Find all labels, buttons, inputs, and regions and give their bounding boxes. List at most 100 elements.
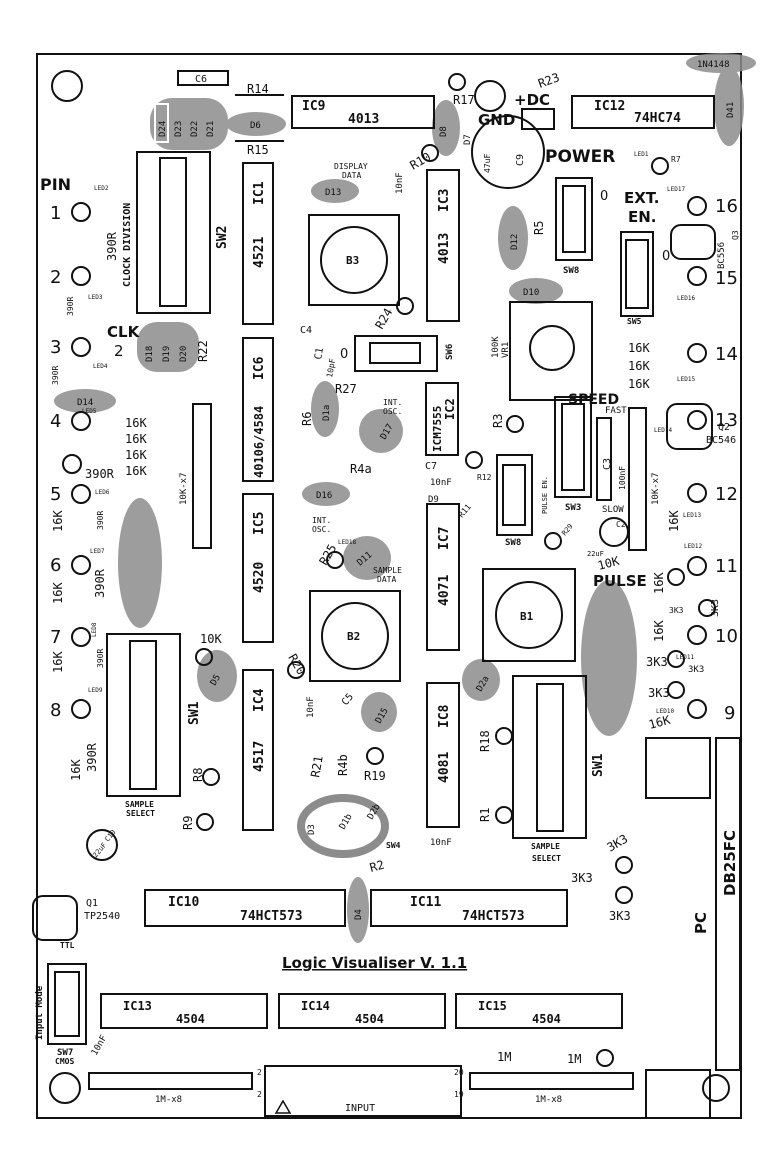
ic7-outline: [426, 503, 460, 651]
ic14-part: 4504: [355, 1012, 384, 1026]
pc-label: PC: [692, 912, 710, 934]
dc-label: +DC: [514, 91, 550, 109]
display-data-label: DISPLAY: [334, 162, 368, 171]
input-pin-19: 19: [454, 1090, 464, 1099]
transistor-q2-part: BC546: [706, 435, 736, 446]
led-label: LED2: [94, 185, 109, 192]
exten-zero: 0: [662, 249, 670, 264]
led-label: LED3: [88, 294, 103, 301]
db25-label: DB25FC: [721, 830, 739, 896]
mounting-hole: [51, 70, 83, 102]
ic2-label: IC2: [443, 398, 457, 420]
speed-label: SPEED: [568, 392, 619, 408]
value-16k: 16K: [69, 759, 83, 781]
value-16k: 16K: [125, 464, 147, 478]
pin-number: 3: [50, 337, 61, 358]
diode-d22: D22: [190, 121, 200, 137]
ic11-outline: [370, 889, 568, 927]
power-off-zero: 0: [600, 189, 608, 204]
value-3k3: 3K3: [669, 606, 684, 615]
int-osc-label-2: OSC.: [383, 407, 402, 416]
pin-number: 14: [715, 344, 738, 365]
ic15-label: IC15: [478, 999, 507, 1013]
capacitor-10nf: 10nF: [90, 1034, 110, 1058]
ic3-label: IC3: [437, 189, 452, 212]
sw7-label: SW7: [57, 1048, 73, 1058]
sw6-label: SW6: [445, 344, 455, 360]
fast-label: FAST: [605, 406, 627, 416]
ic1-outline: [242, 162, 274, 325]
sw2-outline: [136, 151, 211, 314]
led-labels: LED1 LED2 LED3 LED4 LED5 LED6 LED7 LED8 …: [82, 151, 702, 715]
int-osc-label: INT.: [383, 398, 402, 407]
ic12-part: 74HC74: [634, 111, 681, 126]
diode-d14: D14: [77, 398, 93, 408]
q2-outline: [666, 403, 713, 450]
pin-number: 2: [50, 267, 61, 288]
db25-outline: [715, 737, 741, 1071]
resistor-r27: R27: [335, 382, 357, 396]
value-16k: 16K: [51, 582, 65, 604]
ic4-part: 4517: [252, 741, 267, 772]
q3-outline: [670, 224, 716, 260]
ic5-label: IC5: [252, 512, 267, 535]
diode-1n4148-label: 1N4148: [697, 60, 730, 70]
switch-labels: SW1 SW1 SW2 SW3 SW4 SW5 SW6 SW7 SW8 SW8 …: [57, 226, 642, 1058]
resistor-r1: R1: [478, 808, 492, 822]
capacitor-10nf: 10nF: [430, 478, 452, 488]
resistor-r23: R23: [536, 70, 561, 91]
resistor-r18: R18: [478, 730, 492, 752]
sw8-bottom-label: SW8: [505, 538, 521, 548]
value-3k3: 3K3: [710, 599, 721, 617]
capacitor-c9: C9: [515, 154, 526, 166]
resistor-r22: R22: [196, 340, 210, 362]
pin-number: 16: [715, 196, 738, 217]
transistor-q1: Q1: [86, 898, 98, 909]
value-390r: 390R: [51, 366, 60, 385]
value-16k: 16K: [667, 510, 681, 532]
value-1m: 1M: [497, 1050, 511, 1064]
pin-number: 11: [715, 556, 738, 577]
led-label: LED5: [82, 408, 97, 415]
capacitor-10nf: 10nF: [395, 172, 405, 194]
ic3-outline: [426, 169, 460, 322]
cmos-label: CMOS: [55, 1057, 74, 1066]
osc-zero: 0: [340, 347, 348, 362]
board-title: Logic Visualiser V. 1.1: [282, 954, 467, 972]
ic15-part: 4504: [532, 1012, 561, 1026]
ic1-label: IC1: [252, 181, 267, 205]
diode-d41: D41: [726, 102, 736, 118]
diode-d21: D21: [206, 121, 216, 137]
capacitor-c9-value: 47uF: [483, 154, 492, 173]
diode-d3: D3: [307, 824, 317, 835]
diode-d12: D12: [510, 234, 520, 250]
diode-d20: D20: [179, 346, 189, 362]
capacitor-c9-outline: [471, 115, 545, 189]
value-16k: 16K: [628, 377, 650, 391]
led-label: LED12: [684, 543, 702, 550]
led-label: LED1: [634, 151, 649, 158]
highlight-group: [54, 53, 756, 943]
diode-d19: D19: [162, 346, 172, 362]
vr1-value: 100K: [491, 336, 501, 358]
ic3-part: 4013: [437, 233, 452, 264]
mounting-hole: [702, 1074, 730, 1102]
resistor-r25: R25: [316, 542, 339, 568]
ic7-part: 4071: [437, 575, 452, 606]
ic12-outline: [571, 95, 715, 129]
value-390r: 390R: [96, 511, 105, 530]
sw5-label: SW5: [627, 317, 642, 326]
pulse-label: PULSE: [593, 572, 647, 590]
capacitor-c5: C5: [340, 692, 356, 708]
display-data-label-2: DATA: [342, 171, 361, 180]
sw7-outline: [47, 963, 87, 1045]
led-label: LED15: [677, 376, 695, 383]
capacitor-10nf: 10nF: [430, 838, 452, 848]
diode-d1a: D1a: [322, 405, 332, 421]
sw3-label: SW3: [565, 503, 581, 513]
value-16k: 16K: [125, 432, 147, 446]
pin-number: 7: [50, 627, 61, 648]
pin-number: 8: [50, 700, 61, 721]
q1-outline: [32, 895, 78, 941]
